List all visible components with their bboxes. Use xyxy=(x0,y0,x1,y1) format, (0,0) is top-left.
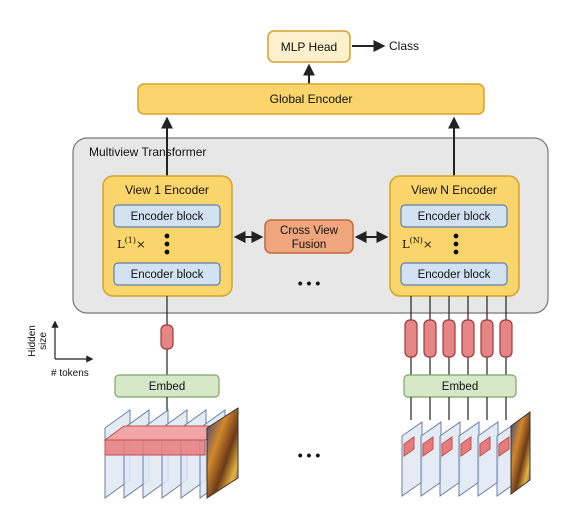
mlp-head-label: MLP Head xyxy=(281,40,337,54)
view1-encoder-block-bottom xyxy=(113,262,221,286)
cross-view-fusion-line1: Cross View xyxy=(280,225,339,237)
viewN-image-frame xyxy=(510,411,531,495)
viewN-repeat-count: L(N)× xyxy=(402,236,433,251)
axis-hidden-size-line2: size xyxy=(38,332,49,350)
multiview-transformer-label: Multiview Transformer xyxy=(89,145,206,159)
global-encoder-box xyxy=(137,83,485,115)
cross-view-fusion-box xyxy=(264,219,354,254)
view1-encoder-label: View 1 Encoder xyxy=(125,183,209,197)
view1-encoder-block-top xyxy=(113,204,221,228)
view1-tubelet-highlight xyxy=(103,425,226,456)
view1-token xyxy=(160,324,174,350)
view1-repeat-count: L(1)× xyxy=(117,236,146,251)
class-label: Class xyxy=(389,39,419,53)
axis-hidden-size-line1: Hidden xyxy=(27,325,38,357)
view1-encoder-block-top-label: Encoder block xyxy=(131,211,204,223)
viewN-encoder-block-bottom xyxy=(400,262,508,286)
global-encoder-label: Global Encoder xyxy=(270,92,353,106)
viewN-embed-box xyxy=(403,374,517,398)
viewN-encoder-label: View N Encoder xyxy=(411,183,497,197)
cross-view-fusion-line2: Fusion xyxy=(292,239,327,251)
view1-image-frame xyxy=(206,407,239,499)
axis-tokens-label: # tokens xyxy=(51,368,89,379)
images-ellipsis: • • • xyxy=(298,447,321,463)
mlp-head-box xyxy=(267,30,351,63)
viewN-frame-stack xyxy=(401,421,518,497)
viewN-embed-to-image-lines xyxy=(410,397,507,420)
viewN-embed-label: Embed xyxy=(442,381,478,393)
view1-embed-label: Embed xyxy=(149,381,185,393)
view1-encoder-block-bottom-label: Encoder block xyxy=(131,269,204,281)
viewN-tubelet-highlights xyxy=(403,436,510,457)
viewN-vertical-ellipsis xyxy=(453,233,459,255)
viewN-tokens xyxy=(404,319,513,358)
views-ellipsis: • • • xyxy=(298,275,321,291)
viewN-encoder-block-top xyxy=(400,204,508,228)
view1-vertical-ellipsis xyxy=(164,233,170,255)
viewN-encoder-block-top-label: Encoder block xyxy=(418,211,491,223)
viewN-encoder-block-bottom-label: Encoder block xyxy=(418,269,491,281)
